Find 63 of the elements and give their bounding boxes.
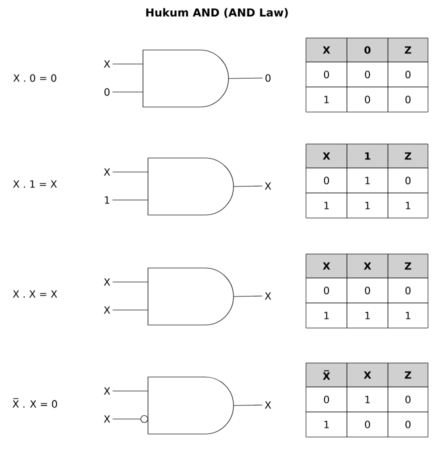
table-header-cell: X (346, 254, 388, 278)
signal-label: X (104, 168, 110, 176)
wire (112, 390, 148, 392)
table-cell: 0 (306, 62, 348, 88)
signal-label: 1 (104, 196, 110, 204)
signal-label: X (264, 292, 272, 300)
wire (233, 296, 263, 297)
table-header-cell: 1 (346, 144, 388, 168)
table-header-cell: X̅ (306, 362, 348, 388)
wire (233, 186, 263, 187)
signal-label: X (104, 278, 110, 286)
table-cell: 1 (346, 386, 388, 412)
equation: X̅ . X = 0 (12, 398, 58, 408)
equation: X . 0 = 0 (13, 74, 56, 82)
table-cell: 0 (388, 168, 428, 194)
table-cell: 0 (346, 412, 388, 438)
signal-label: X (264, 401, 272, 409)
and-gate (148, 158, 234, 216)
table-cell: 1 (346, 192, 388, 218)
table-header-cell: X (306, 144, 348, 168)
table-header-cell: X (346, 362, 388, 388)
table-cell: 0 (306, 278, 348, 304)
signal-label: X (264, 182, 272, 190)
table-cell: 1 (388, 302, 428, 328)
table-header-cell: Z (388, 144, 428, 168)
table-cell: 0 (306, 386, 348, 412)
table-header-cell: Z (388, 362, 428, 388)
signal-label: X (104, 387, 110, 395)
table-cell: 1 (306, 412, 348, 438)
equation: X . 1 = X (13, 180, 57, 188)
table-header-cell: 0 (346, 38, 388, 62)
and-gate (142, 50, 229, 108)
signal-label: X (104, 306, 110, 314)
wire (228, 78, 263, 79)
table-cell: 0 (306, 168, 348, 194)
table-cell: 0 (388, 412, 428, 438)
and-gate (148, 268, 234, 326)
equation: X . X = X (12, 290, 58, 298)
table-cell: 1 (346, 168, 388, 194)
table-header-cell: Z (388, 38, 428, 62)
table-cell: 0 (346, 278, 388, 304)
table-cell: 1 (346, 302, 388, 328)
table-cell: 1 (388, 192, 428, 218)
and-gate (148, 376, 234, 434)
title: Hukum AND (AND Law) (146, 8, 288, 18)
table-cell: 0 (388, 86, 428, 112)
table-header-cell: X (306, 254, 348, 278)
table-cell: 1 (306, 302, 348, 328)
signal-label: X (104, 60, 110, 68)
signal-label: X (104, 415, 110, 423)
table-cell: 0 (388, 386, 428, 412)
table-cell: 0 (388, 278, 428, 304)
table-cell: 0 (346, 86, 388, 112)
table-header-cell: X (306, 38, 348, 62)
wire (112, 415, 148, 423)
wire (233, 404, 263, 406)
signal-label: 0 (265, 74, 271, 82)
table-cell: 1 (306, 192, 348, 218)
signal-label: 0 (104, 88, 110, 96)
table-cell: 1 (306, 86, 348, 112)
table-cell: 0 (388, 62, 428, 88)
table-cell: 0 (346, 62, 388, 88)
table-header-cell: Z (388, 254, 428, 278)
